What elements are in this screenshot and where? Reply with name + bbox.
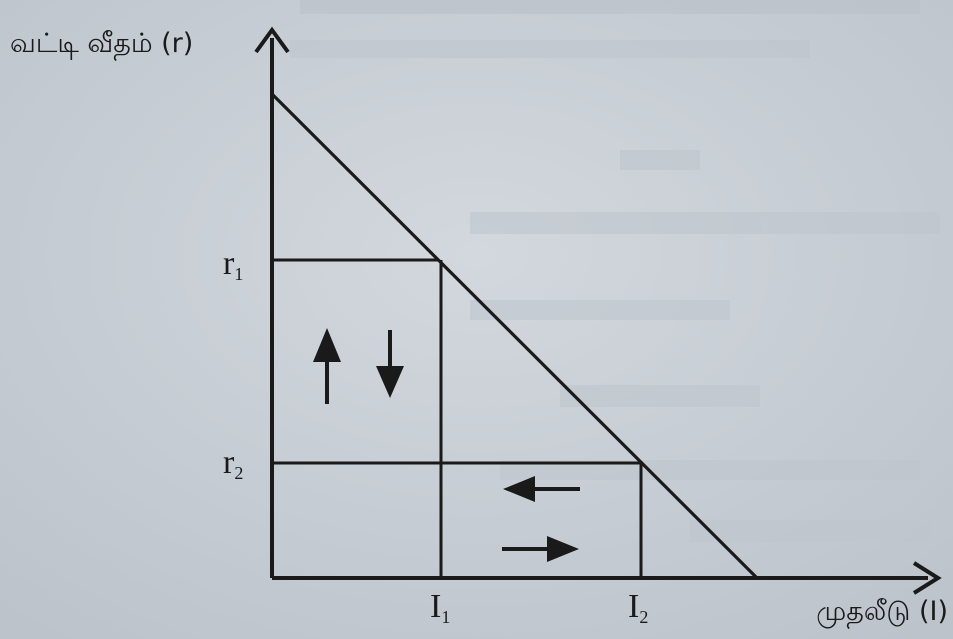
x-axis-label: முதலீடு (I)	[816, 596, 948, 629]
arrow-right-icon	[502, 536, 579, 562]
rate-label-r2: r2	[223, 444, 243, 483]
investment-label-i2: I2	[628, 588, 648, 627]
investment-label-i1: I1	[430, 588, 450, 627]
arrow-down-icon	[376, 330, 404, 398]
arrow-up-icon	[313, 328, 341, 404]
rate-label-r1: r1	[223, 245, 243, 284]
bleed-through-texture	[290, 0, 940, 542]
y-axis-label: வட்டி வீதம் (r)	[10, 28, 193, 61]
arrow-left-icon	[503, 476, 580, 502]
x-axis-arrowhead	[912, 561, 942, 595]
investment-demand-curve	[270, 92, 759, 580]
y-axis-arrowhead	[254, 26, 290, 54]
